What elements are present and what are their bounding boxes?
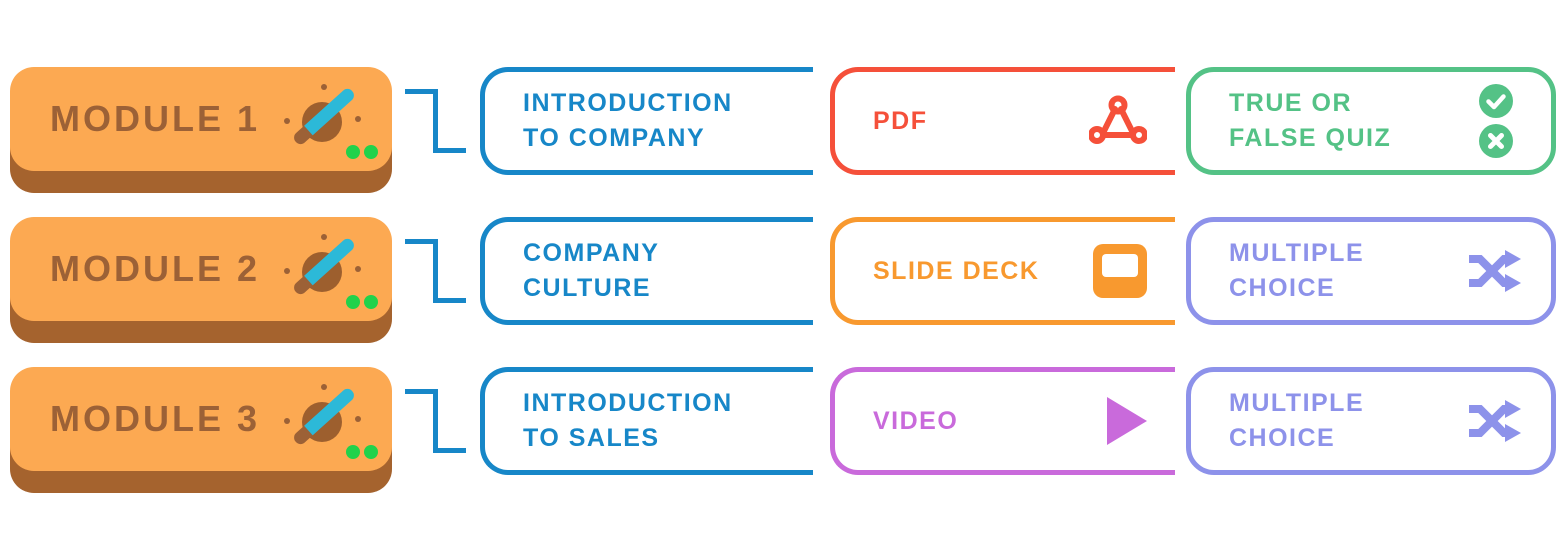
speck-icon	[321, 84, 327, 90]
format-box: VIDEO	[830, 367, 1175, 475]
connector-line	[405, 89, 438, 94]
quiz-icons	[1479, 84, 1513, 158]
check-circle-icon	[1479, 84, 1513, 118]
play-icon	[1107, 397, 1147, 445]
speck-icon	[284, 268, 290, 274]
format-label: PDF	[873, 106, 928, 135]
speck-icon	[355, 416, 361, 422]
module-label: MODULE 2	[50, 248, 261, 289]
module-label: MODULE 3	[50, 398, 261, 439]
shuffle-icon	[1469, 400, 1521, 442]
format-label: VIDEO	[873, 406, 959, 435]
speck-icon	[355, 266, 361, 272]
format-label: SLIDE DECK	[873, 256, 1040, 285]
green-dot-icon	[346, 445, 360, 459]
speck-icon	[355, 116, 361, 122]
connector-line	[433, 298, 466, 303]
speck-icon	[321, 234, 327, 240]
planet-wand-icon	[277, 367, 392, 471]
speck-icon	[284, 118, 290, 124]
pdf-icon	[1089, 95, 1147, 144]
green-dot-icon	[346, 295, 360, 309]
connector-line	[405, 389, 438, 394]
green-dot-icon	[364, 145, 378, 159]
connector-line	[433, 448, 466, 453]
speck-icon	[321, 384, 327, 390]
module-card: MODULE 1	[10, 67, 392, 193]
module-label: MODULE 1	[50, 98, 261, 139]
connector-line	[433, 89, 438, 153]
format-box: SLIDE DECK	[830, 217, 1175, 325]
module-card: MODULE 2	[10, 217, 392, 343]
cross-circle-icon	[1479, 124, 1513, 158]
connector-line	[433, 389, 438, 453]
slide-deck-icon	[1093, 244, 1147, 298]
speck-icon	[284, 418, 290, 424]
connector-line	[433, 148, 466, 153]
green-dot-icon	[364, 295, 378, 309]
green-dot-icon	[364, 445, 378, 459]
planet-wand-icon	[277, 67, 392, 171]
connector-line	[433, 239, 438, 303]
green-dot-icon	[346, 145, 360, 159]
connector-line	[405, 239, 438, 244]
module-card: MODULE 3	[10, 367, 392, 493]
shuffle-icon	[1469, 250, 1521, 292]
format-box: PDF	[830, 67, 1175, 175]
planet-wand-icon	[277, 217, 392, 321]
